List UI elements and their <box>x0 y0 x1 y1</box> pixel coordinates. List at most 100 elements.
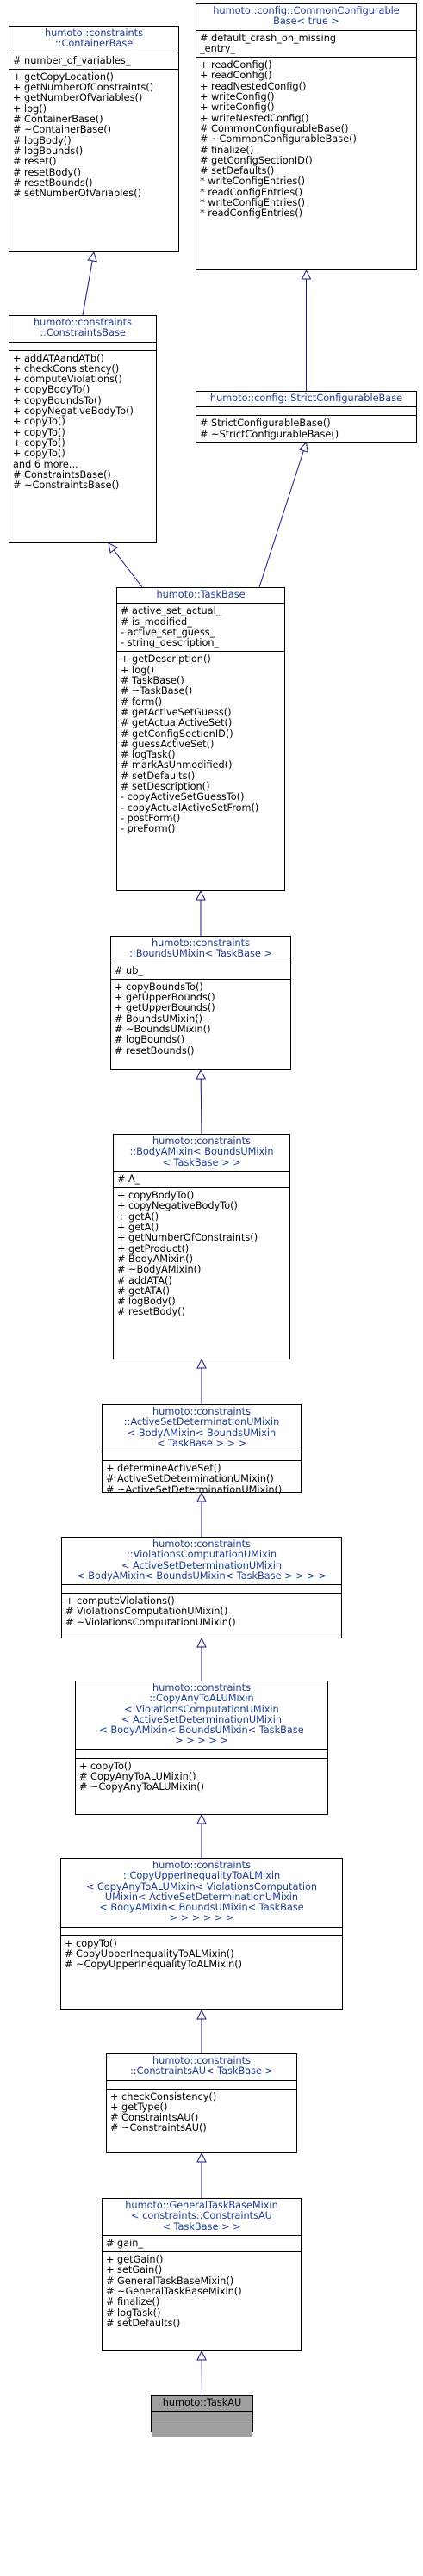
class-box-constraints-au[interactable]: humoto::constraints::ConstraintsAU< Task… <box>106 2053 297 2153</box>
method-item: # logBounds() <box>13 145 84 157</box>
class-box-container-base[interactable]: humoto::constraints::ContainerBase# numb… <box>9 26 179 252</box>
class-title[interactable]: humoto::constraints::BodyAMixin< BoundsU… <box>114 1135 289 1171</box>
class-title[interactable]: humoto::constraints::ContainerBase <box>9 27 178 53</box>
method-item: # setNumberOfVariables() <box>13 188 142 200</box>
attribute-item: # active_set_actual_ <box>121 605 221 617</box>
class-title-line: humoto::config::StrictConfigurableBase <box>209 393 403 404</box>
class-title-line: humoto::constraints <box>152 938 250 949</box>
method-item: + log() <box>13 102 47 115</box>
method-item: + copyBodyTo() <box>13 384 90 396</box>
method-item: # ConstraintsAU() <box>110 2112 199 2124</box>
method-item: - copyActualActiveSetFrom() <box>121 802 259 814</box>
method-item: + setGain() <box>106 2264 163 2276</box>
attribute-item: # gain_ <box>106 2237 144 2249</box>
method-item: # ~StrictConfigurableBase() <box>200 428 339 440</box>
method-item: + getA() <box>117 1222 159 1234</box>
class-title-line: ::ActiveSetDeterminationUMixin <box>123 1416 280 1428</box>
class-box-strict-configurable-base[interactable]: humoto::config::StrictConfigurableBase# … <box>196 391 417 443</box>
attributes-section <box>196 406 416 415</box>
class-title[interactable]: humoto::constraints::CopyUpperInequality… <box>61 1859 342 1927</box>
methods-section: + determineActiveSet()# ActiveSetDetermi… <box>103 1460 301 1498</box>
inheritance-arrowhead <box>196 2152 207 2163</box>
attribute-item: - string_description_ <box>121 637 220 649</box>
class-box-copy-upper-mixin[interactable]: humoto::constraints::CopyUpperInequality… <box>60 1858 343 2010</box>
method-item: # ~CopyAnyToALUMixin() <box>79 1781 205 1793</box>
method-item: # ~CommonConfigurableBase() <box>200 133 357 146</box>
attributes-section: # ub_ <box>111 962 290 979</box>
methods-section: + getDescription()+ log()# TaskBase()# ~… <box>117 651 284 837</box>
class-title-line: > > > > > <box>175 1735 228 1747</box>
method-item: - copyActiveSetGuessTo() <box>121 791 245 803</box>
method-item: + getNumberOfConstraints() <box>117 1232 258 1244</box>
method-item: + getProduct() <box>117 1242 190 1254</box>
method-item: + getUpperBounds() <box>115 1002 215 1014</box>
inheritance-arrowhead <box>196 2350 207 2361</box>
methods-section: + checkConsistency()+ getType()# Constra… <box>107 2088 296 2137</box>
class-title-line: > > > > > > <box>169 1912 234 1924</box>
class-title[interactable]: humoto::constraints::ViolationsComputati… <box>62 1538 341 1584</box>
method-item: # form() <box>121 696 163 708</box>
method-item: # ActiveSetDeterminationUMixin() <box>106 1473 274 1485</box>
inheritance-arrowhead <box>108 542 118 554</box>
method-item: + computeViolations() <box>65 1595 175 1607</box>
methods-section <box>152 2424 252 2437</box>
class-title[interactable]: humoto::GeneralTaskBaseMixin< constraint… <box>103 2199 301 2235</box>
attribute-item: # A_ <box>117 1173 140 1185</box>
class-title[interactable]: humoto::constraints::ConstraintsAU< Task… <box>107 2054 296 2080</box>
class-title-line: < ViolationsComputationUMixin <box>124 1703 279 1715</box>
method-item: + getDescription() <box>121 653 211 666</box>
methods-section: + copyTo()# CopyUpperInequalityToALMixin… <box>61 1935 342 1973</box>
methods-section: + copyBoundsTo()+ getUpperBounds()+ getU… <box>111 978 290 1059</box>
method-item: + copyTo() <box>79 1760 132 1772</box>
class-title-line: humoto::constraints <box>152 2055 251 2066</box>
class-title-line: ::CopyAnyToALUMixin <box>149 1693 254 1705</box>
method-item: + getNumberOfConstraints() <box>13 82 154 94</box>
method-item: # ContainerBase() <box>13 114 103 126</box>
inheritance-arrowhead <box>196 1358 207 1369</box>
class-title-line: humoto::TaskAU <box>162 2397 242 2408</box>
methods-section: + readConfig()+ readConfig()+ readNested… <box>196 57 416 221</box>
method-item: # ~GeneralTaskBaseMixin() <box>106 2286 242 2298</box>
class-box-bounds-mixin[interactable]: humoto::constraints::BoundsUMixin< TaskB… <box>110 936 291 1070</box>
method-item: + getNumberOfVariables() <box>13 92 143 104</box>
attributes-section <box>152 2411 252 2424</box>
method-item: and 6 more... <box>13 458 78 470</box>
method-item: * readConfigEntries() <box>200 207 303 220</box>
class-title[interactable]: humoto::constraints::BoundsUMixin< TaskB… <box>111 937 290 963</box>
method-item: + getA() <box>117 1211 159 1223</box>
method-item: # ~ConstraintsAU() <box>110 2122 207 2134</box>
class-title[interactable]: humoto::config::StrictConfigurableBase <box>196 392 416 406</box>
attributes-section <box>107 2079 296 2089</box>
method-item: + getType() <box>110 2101 168 2113</box>
class-title[interactable]: humoto::constraints::ConstraintsBase <box>9 316 156 342</box>
class-box-constraints-base[interactable]: humoto::constraints::ConstraintsBase+ ad… <box>9 315 157 543</box>
class-title-line: < BodyAMixin< BoundsUMixin< TaskBase > >… <box>77 1570 327 1582</box>
class-box-body-mixin[interactable]: humoto::constraints::BodyAMixin< BoundsU… <box>113 1134 290 1359</box>
method-item: + readConfig() <box>200 70 272 82</box>
class-title[interactable]: humoto::constraints::ActiveSetDeterminat… <box>103 1405 301 1452</box>
method-item: # GeneralTaskBaseMixin() <box>106 2275 234 2287</box>
method-item: # markAsUnmodified() <box>121 759 233 771</box>
method-item: # resetBody() <box>117 1306 186 1318</box>
attributes-section: # default_crash_on_missing_entry_ <box>196 29 416 58</box>
class-title-line: humoto::constraints <box>34 317 132 328</box>
class-box-task-base[interactable]: humoto::TaskBase# active_set_actual_# is… <box>116 587 285 891</box>
attributes-section <box>61 1926 342 1935</box>
method-item: # setDefaults() <box>121 770 196 782</box>
class-title-line: < constraints::ConstraintsAU <box>131 2210 272 2222</box>
method-item: # ~BoundsUMixin() <box>115 1024 211 1036</box>
class-box-active-set-mixin[interactable]: humoto::constraints::ActiveSetDeterminat… <box>102 1404 302 1495</box>
inheritance-edge <box>258 450 304 588</box>
class-box-general-task-base-mixin[interactable]: humoto::GeneralTaskBaseMixin< constraint… <box>102 2198 302 2351</box>
class-box-copy-any-mixin[interactable]: humoto::constraints::CopyAnyToALUMixin< … <box>75 1681 328 1815</box>
class-box-violations-mixin[interactable]: humoto::constraints::ViolationsComputati… <box>61 1537 342 1638</box>
method-item: # CopyUpperInequalityToALMixin() <box>65 1948 234 1960</box>
method-item: # addATA() <box>117 1274 172 1286</box>
method-item: # getActualActiveSet() <box>121 717 233 729</box>
class-title[interactable]: humoto::TaskBase <box>117 588 284 603</box>
class-title[interactable]: humoto::constraints::CopyAnyToALUMixin< … <box>76 1681 327 1749</box>
method-item: * writeConfigEntries() <box>200 197 306 209</box>
method-item: # ConstraintsBase() <box>13 468 111 480</box>
